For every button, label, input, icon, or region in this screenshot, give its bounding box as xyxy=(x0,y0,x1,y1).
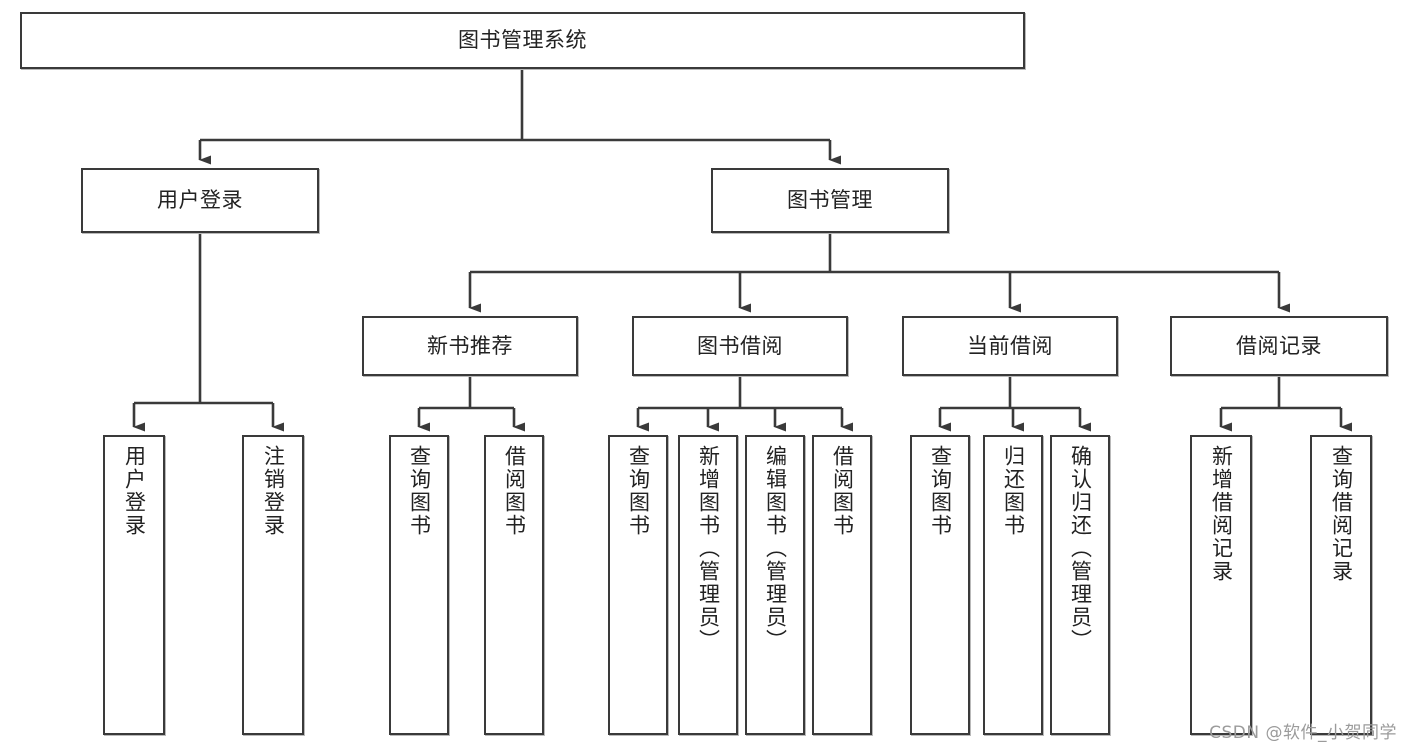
node-label: 查询图书 xyxy=(928,445,953,537)
node-label: 用户登录 xyxy=(122,445,147,537)
leaf-node-13: 查询借阅记录 xyxy=(1310,435,1372,735)
node-label: 确认归还（管理员） xyxy=(1068,445,1093,652)
node-label: 新增图书（管理员） xyxy=(696,445,721,652)
node-label: 图书借阅 xyxy=(697,333,783,358)
leaf-node-5: 查询图书 xyxy=(608,435,668,735)
node-label: 新增借阅记录 xyxy=(1209,445,1234,583)
leaf-node-6: 新增图书（管理员） xyxy=(678,435,738,735)
node-label: 注销登录 xyxy=(261,445,286,537)
node-label: 查询图书 xyxy=(407,445,432,537)
node-label: 用户登录 xyxy=(157,188,243,213)
root-node: 图书管理系统 xyxy=(20,12,1025,69)
leaf-node-8: 借阅图书 xyxy=(812,435,872,735)
node-label: 归还图书 xyxy=(1001,445,1026,537)
node-label: 图书管理 xyxy=(787,188,873,213)
level3-node-2: 图书借阅 xyxy=(632,316,848,376)
leaf-node-7: 编辑图书（管理员） xyxy=(745,435,805,735)
leaf-node-4: 借阅图书 xyxy=(484,435,544,735)
leaf-node-12: 新增借阅记录 xyxy=(1190,435,1252,735)
node-label: 查询借阅记录 xyxy=(1329,445,1354,583)
level3-node-3: 当前借阅 xyxy=(902,316,1118,376)
level3-node-1: 新书推荐 xyxy=(362,316,578,376)
leaf-node-11: 确认归还（管理员） xyxy=(1050,435,1110,735)
leaf-node-3: 查询图书 xyxy=(389,435,449,735)
node-label: 借阅图书 xyxy=(830,445,855,537)
level2-node-1: 用户登录 xyxy=(81,168,319,233)
leaf-node-1: 用户登录 xyxy=(103,435,165,735)
node-label: 借阅图书 xyxy=(502,445,527,537)
level3-node-4: 借阅记录 xyxy=(1170,316,1388,376)
leaf-node-2: 注销登录 xyxy=(242,435,304,735)
node-label: 查询图书 xyxy=(626,445,651,537)
level2-node-2: 图书管理 xyxy=(711,168,949,233)
node-label: 当前借阅 xyxy=(967,333,1053,358)
node-label: 编辑图书（管理员） xyxy=(763,445,788,652)
node-label: 借阅记录 xyxy=(1236,333,1322,358)
leaf-node-9: 查询图书 xyxy=(910,435,970,735)
node-label: 新书推荐 xyxy=(427,333,513,358)
leaf-node-10: 归还图书 xyxy=(983,435,1043,735)
node-label: 图书管理系统 xyxy=(458,28,587,53)
